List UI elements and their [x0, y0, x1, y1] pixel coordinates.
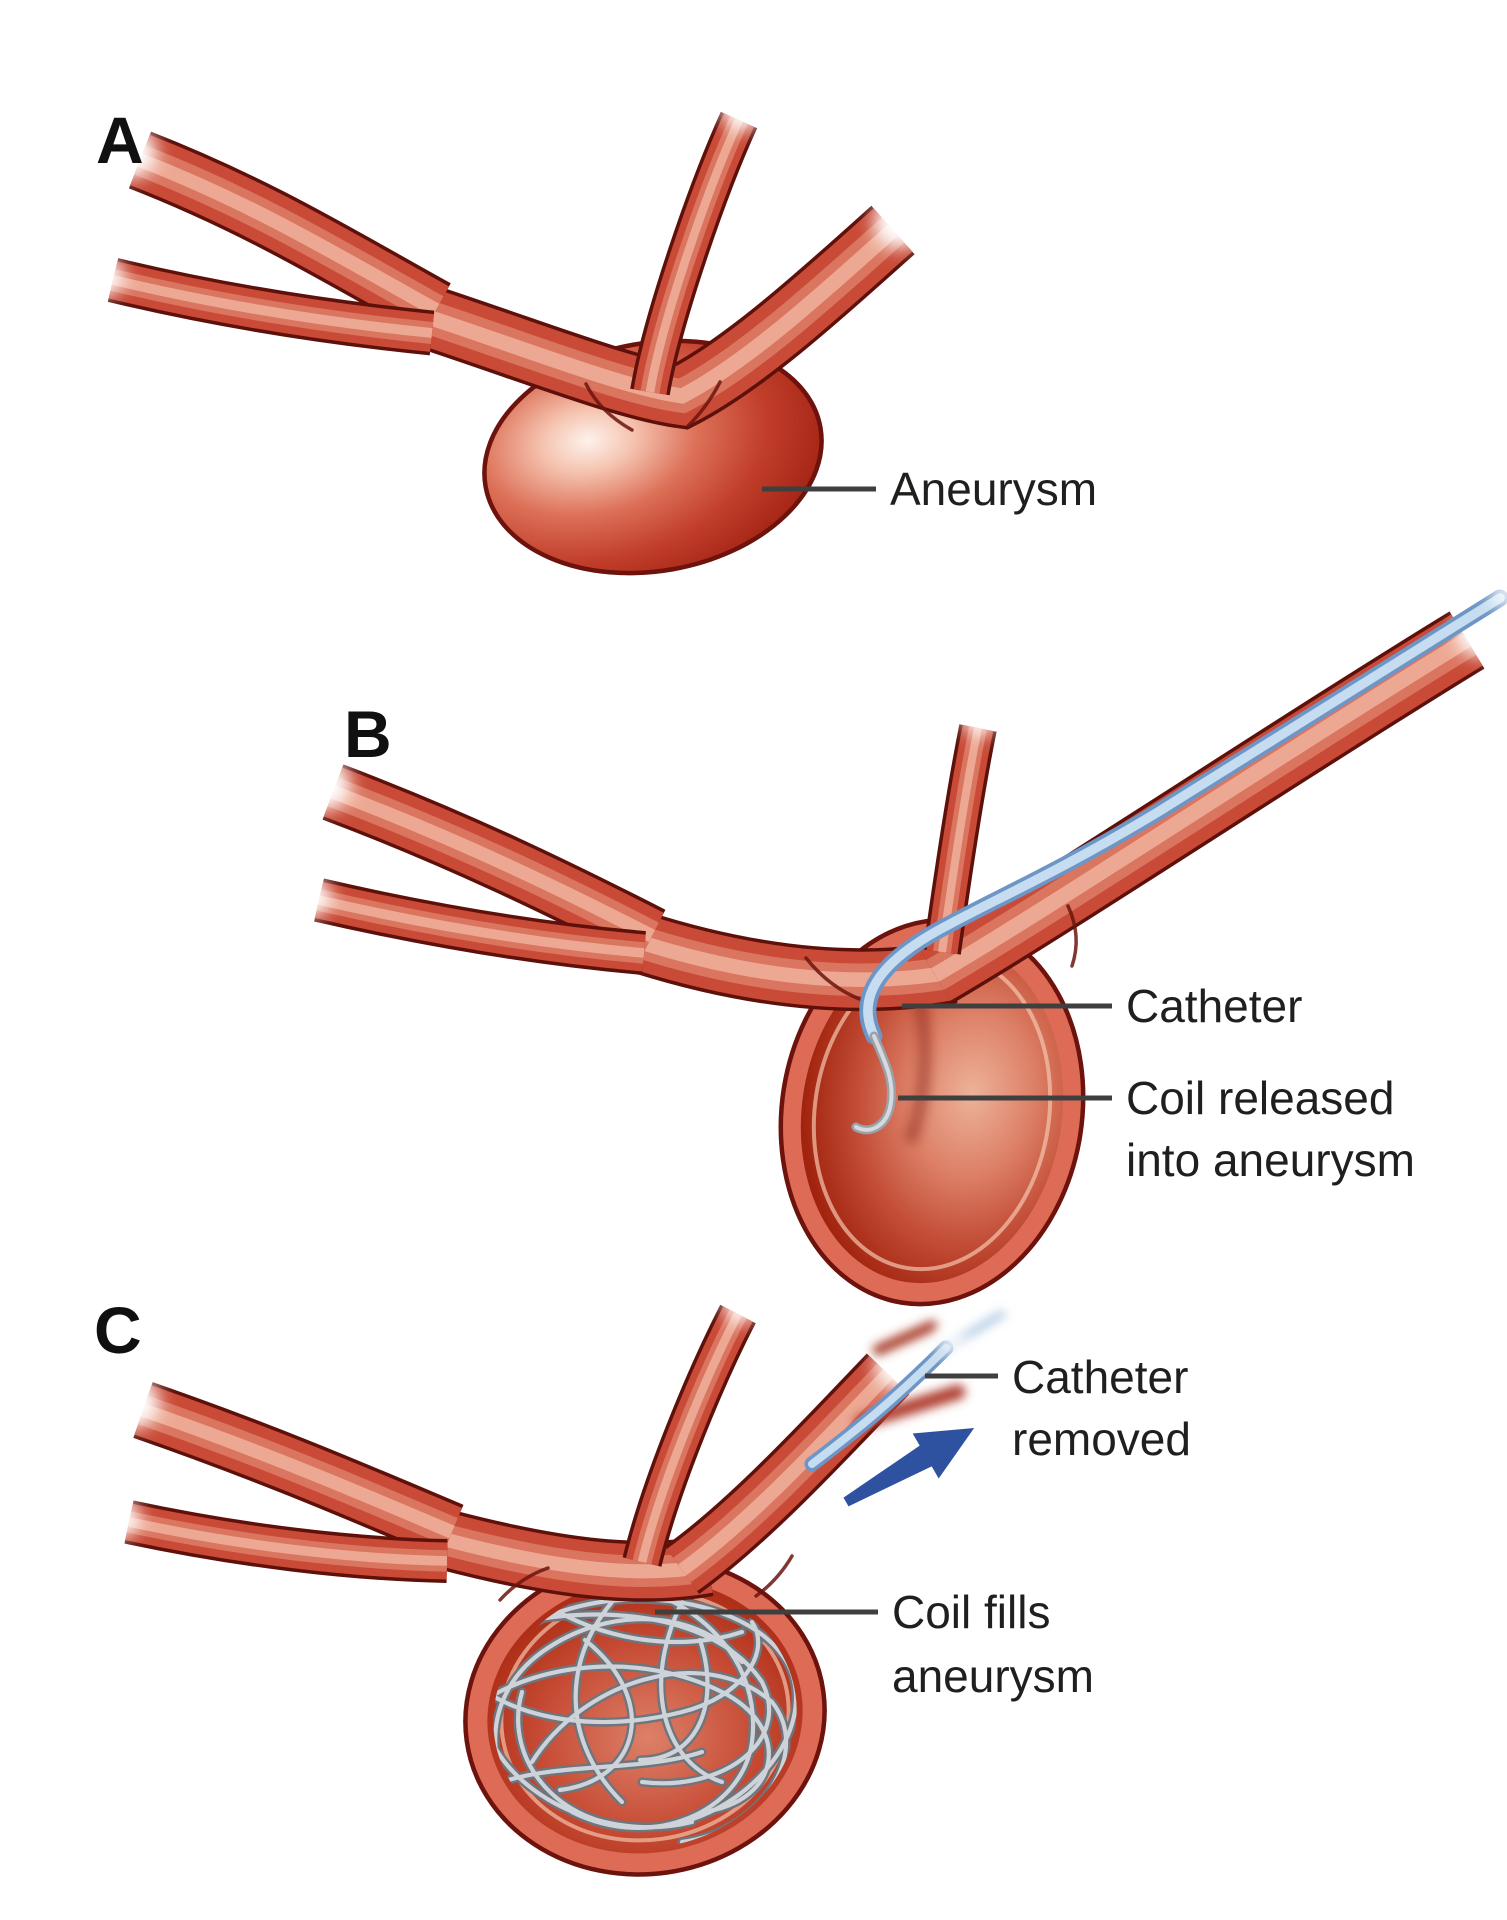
panel-b: Catheter Coil released into aneurysm B: [290, 580, 1507, 1307]
label-catheter-removed-line2: removed: [1012, 1413, 1191, 1465]
catheter-end-fade-b: [1491, 580, 1507, 608]
label-coil-released-line2: into aneurysm: [1126, 1134, 1415, 1186]
panel-letter-a: A: [96, 103, 144, 177]
artery-branches-c: [124, 1304, 910, 1602]
label-coil-fills-line1: Coil fills: [892, 1586, 1050, 1638]
label-coil-released-line1: Coil released: [1126, 1072, 1394, 1124]
vessel-creases-a: [584, 380, 722, 432]
artery-branches-a: [107, 111, 915, 430]
vessel-creases-b: [804, 904, 1078, 1002]
label-aneurysm: Aneurysm: [890, 463, 1097, 515]
label-catheter-removed-line1: Catheter: [1012, 1351, 1188, 1403]
vessel-end-fades-b: [290, 608, 1504, 917]
vessel-creases-c: [498, 1554, 794, 1602]
label-catheter: Catheter: [1126, 980, 1302, 1032]
label-coil-fills-line2: aneurysm: [892, 1650, 1094, 1702]
panel-letter-b: B: [344, 697, 392, 771]
panel-a: Aneurysm A: [83, 90, 1097, 576]
panel-letter-c: C: [94, 1293, 142, 1367]
vessel-end-fades-a: [83, 90, 926, 296]
catheter-removed-arrow-icon: [843, 1428, 975, 1507]
coil-wire-b: [851, 1031, 897, 1135]
panel-c: Catheter removed Coil fills aneurysm C: [94, 1288, 1191, 1877]
catheter-end-fade-c: [939, 1329, 965, 1355]
catheter-b: [859, 589, 1507, 1045]
